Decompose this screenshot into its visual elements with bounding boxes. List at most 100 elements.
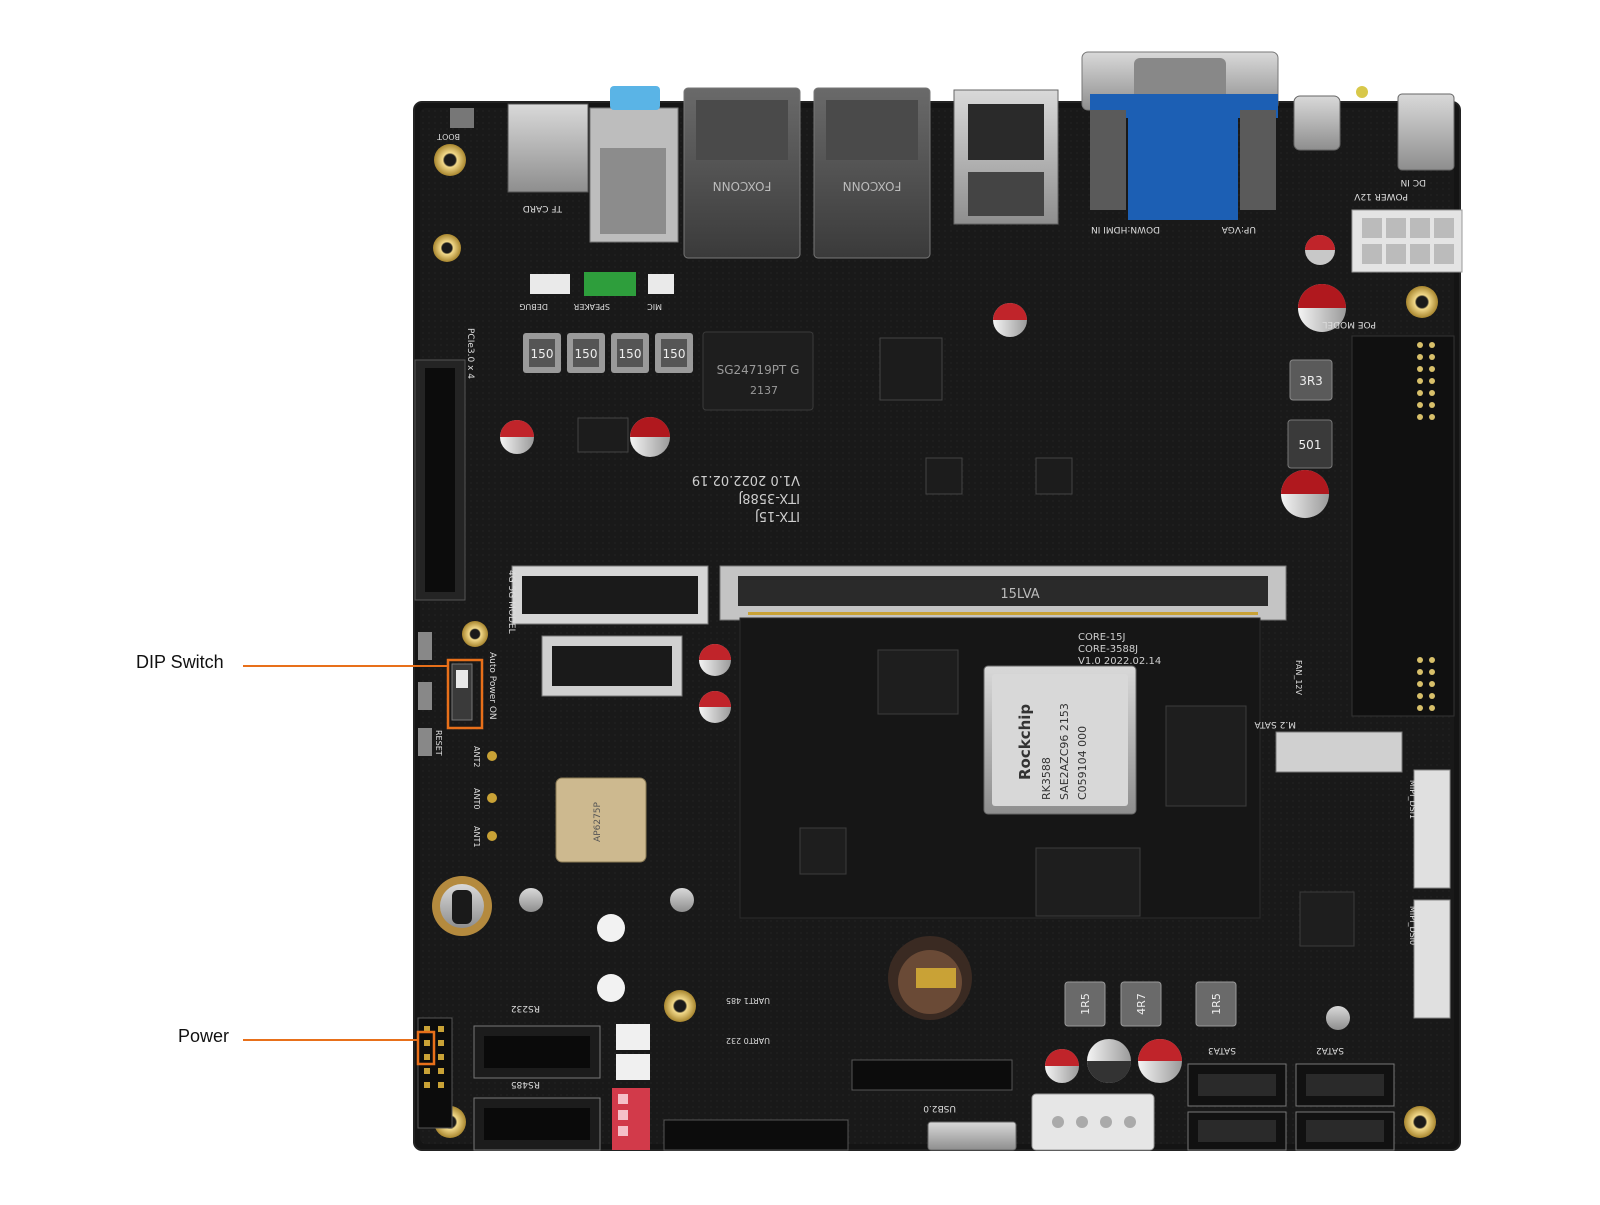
svg-text:150: 150: [575, 347, 598, 361]
led: [1356, 86, 1368, 98]
silk-boot: BOOT: [437, 132, 460, 141]
dc-jack: [1397, 93, 1455, 171]
power-callout-label: Power: [178, 1026, 230, 1046]
ethernet-magnetics-chip: SG24719PT G 2137: [702, 331, 814, 411]
usb20-port: [927, 1121, 1017, 1151]
inductor-1r5-a: [1064, 981, 1106, 1027]
side-buttons: [418, 632, 432, 756]
capacitor-220-25v: [630, 417, 670, 457]
capacitor-100-63v-bottom: [1281, 470, 1329, 518]
audio-jack: [610, 86, 660, 110]
ram-chip-1: [1165, 705, 1247, 807]
coin-battery-holder: [888, 936, 972, 1020]
silk-rs232: RS232: [511, 1003, 540, 1013]
svg-text:1R5: 1R5: [1079, 993, 1092, 1015]
vga-port: [1081, 51, 1279, 220]
power-header-highlight: [416, 1030, 436, 1066]
svg-text:501: 501: [1299, 438, 1322, 452]
silk-uart1: UART1 485: [726, 996, 770, 1005]
capacitor-220-left: [500, 420, 534, 454]
molex-power: [1031, 1093, 1155, 1151]
svg-text:V1.0 2022.02.14: V1.0 2022.02.14: [1078, 656, 1161, 667]
svg-text:150: 150: [531, 347, 554, 361]
small-chip-left: [577, 417, 629, 453]
capacitor-pair-mid: [699, 644, 731, 723]
poe-slot: [1351, 335, 1455, 717]
antenna-connectors: [487, 751, 497, 841]
white-connector-2: [616, 1054, 650, 1080]
red-dip-switch: [612, 1088, 650, 1150]
sata-port-1: [1187, 1063, 1287, 1107]
silk-poe: POE MODEL: [1322, 319, 1376, 329]
svg-text:AP6275P: AP6275P: [593, 801, 603, 841]
capacitor-100-63v-top: [1298, 284, 1346, 332]
svg-text:V1.0 2022.02.19: V1.0 2022.02.19: [692, 472, 800, 487]
inductor-1r5-b: [1195, 981, 1237, 1027]
power-callout-line: [243, 1039, 418, 1041]
svg-text:ITX-3588J: ITX-3588J: [738, 490, 800, 505]
silk-mic: MIC: [647, 302, 662, 311]
emmc-chip: [877, 649, 959, 715]
silk-reset: RESET: [434, 730, 443, 756]
silk-dc-in: DC IN: [1401, 177, 1426, 187]
silk-pcie: PCIe3.0 x 4: [465, 328, 475, 379]
silk-hdmi-in: DOWN:HDMI IN: [1091, 224, 1160, 234]
dip-switch-callout-line: [243, 665, 448, 667]
capacitor-row-bottom: [1045, 1039, 1182, 1083]
silk-ant0: ANT0: [472, 788, 481, 809]
usb-c-port: [1293, 95, 1341, 151]
ethernet-port-2: FOXCONN: [813, 87, 931, 259]
silk-auto-power-on: Auto Power ON: [487, 652, 497, 720]
speaker-connector: [584, 272, 636, 296]
ethernet-port-1: FOXCONN: [683, 87, 801, 259]
dip-switch-callout-label: DIP Switch: [136, 652, 224, 672]
svg-text:4R7: 4R7: [1135, 993, 1148, 1015]
inductor-501: [1287, 419, 1333, 469]
silk-4g5g: 4G 5G MODEL: [506, 570, 516, 634]
svg-text:FOXCONN: FOXCONN: [843, 179, 902, 193]
poe-pins: [1417, 342, 1435, 711]
tf-card-slot: [507, 103, 679, 243]
white-connector-1: [616, 1024, 650, 1050]
svg-text:ITX-15J: ITX-15J: [755, 508, 800, 523]
silk-ant2: ANT2: [472, 746, 481, 767]
battery-holder-left: [432, 876, 492, 936]
phy-chip: [879, 337, 943, 401]
boot-button: [450, 108, 474, 128]
rs485-header: [473, 1097, 601, 1151]
silk-debug: DEBUG: [519, 302, 548, 311]
sata-port-3: [1187, 1111, 1287, 1151]
small-chip-right-1: [925, 457, 963, 495]
silk-rs485: RS485: [511, 1079, 540, 1089]
rk3588-soc: Rockchip RK3588 SAE2AZC96 2153 C059104 0…: [983, 665, 1137, 815]
debug-connector: [530, 274, 570, 294]
silk-power-12v: POWER 12V: [1353, 191, 1408, 201]
sata-port-2: [1295, 1063, 1395, 1107]
silk-up-vga: UP:VGA: [1221, 224, 1256, 234]
capacitor-220-top: [1305, 235, 1335, 265]
capacitor-220-mid: [993, 303, 1027, 337]
svg-text:1R5: 1R5: [1210, 993, 1223, 1015]
svg-text:150: 150: [663, 347, 686, 361]
m2-slot-wifi: [541, 635, 683, 697]
silk-mipi-dsi0: MIPI_DSI0: [1408, 906, 1417, 945]
mic-connector: [648, 274, 674, 294]
svg-text:SG24719PT G: SG24719PT G: [717, 363, 800, 377]
svg-text:2137: 2137: [750, 384, 778, 397]
mipi-dsi0-connector: [1413, 899, 1451, 1019]
svg-text:RK3588: RK3588: [1040, 757, 1053, 800]
board-silkscreen-text: V1.0 2022.02.19 ITX-3588J ITX-15J: [692, 472, 800, 523]
silk-speaker: SPEAKER: [573, 302, 610, 311]
svg-text:15LVA: 15LVA: [1000, 587, 1039, 602]
silk-uart0: UART0 232: [726, 1036, 770, 1045]
mipi-dsi1-connector: [1413, 769, 1451, 889]
silk-mipi-dsi1: MIPI_DSI1: [1408, 780, 1417, 819]
bridge-chip: [1299, 891, 1355, 947]
pcie-slot: [414, 359, 466, 601]
silk-m2-sata: M.2 SATA: [1254, 719, 1296, 729]
m2-sata-slot: [1275, 731, 1403, 773]
rs232-header: [473, 1025, 601, 1079]
silk-sata2: SATA2: [1316, 1045, 1344, 1055]
silk-sata3: SATA3: [1208, 1045, 1236, 1055]
